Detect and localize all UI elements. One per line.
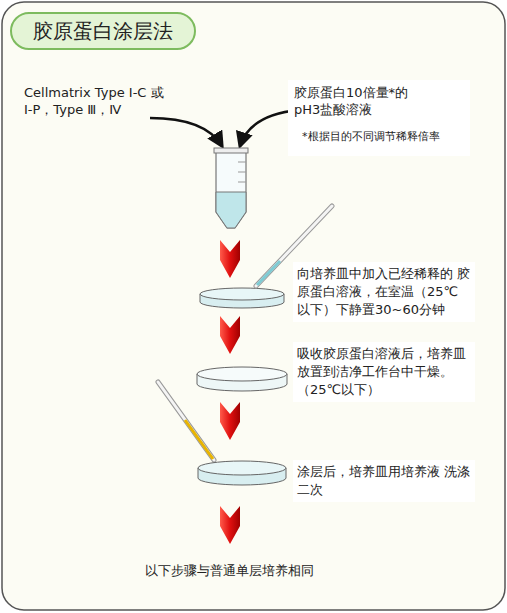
pipette: [158, 382, 214, 460]
step-text: 吸收胶原蛋白溶液后，培养皿 放置到洁净工作台中干燥。（25℃以下）: [297, 345, 471, 399]
flow-chevron: [220, 316, 240, 354]
closing-note: 以下步骤与普通单层培养相同: [145, 562, 375, 579]
step-box: 吸收胶原蛋白溶液后，培养皿 放置到洁净工作台中干燥。（25℃以下）: [293, 342, 475, 402]
title-text: 胶原蛋白涂层法: [12, 14, 194, 48]
reagent-label: Cellmatrix Type Ⅰ-C 或Ⅰ-P，Type Ⅲ，Ⅳ: [24, 84, 164, 118]
flow-chevron: [220, 240, 240, 278]
petri-dish: [197, 367, 287, 391]
step-box: 向培养皿中加入已经稀释的 胶原蛋白溶液，在室温（25℃ 以下）下静置30~60分…: [293, 262, 475, 322]
step-text: 涂层后，培养皿用培养液 洗涤二次: [297, 463, 471, 499]
step-box: 涂层后，培养皿用培养液 洗涤二次: [293, 460, 475, 502]
flow-chevron: [220, 506, 240, 544]
step-box: 胶原蛋白10倍量*的 pH3盐酸溶液 *根据目的不同调节稀释倍率: [288, 80, 470, 156]
petri-dish: [200, 288, 284, 308]
centrifuge-tube: [214, 148, 248, 228]
title-pill: 胶原蛋白涂层法: [10, 12, 196, 50]
step-text: 向培养皿中加入已经稀释的 胶原蛋白溶液，在室温（25℃ 以下）下静置30~60分…: [297, 265, 471, 319]
note-text: *根据目的不同调节稀释倍率: [302, 128, 464, 145]
input-arrow: [150, 118, 222, 146]
step-text: 胶原蛋白10倍量*的 pH3盐酸溶液: [294, 84, 424, 118]
petri-dish: [198, 461, 286, 485]
flow-chevron: [220, 402, 240, 440]
